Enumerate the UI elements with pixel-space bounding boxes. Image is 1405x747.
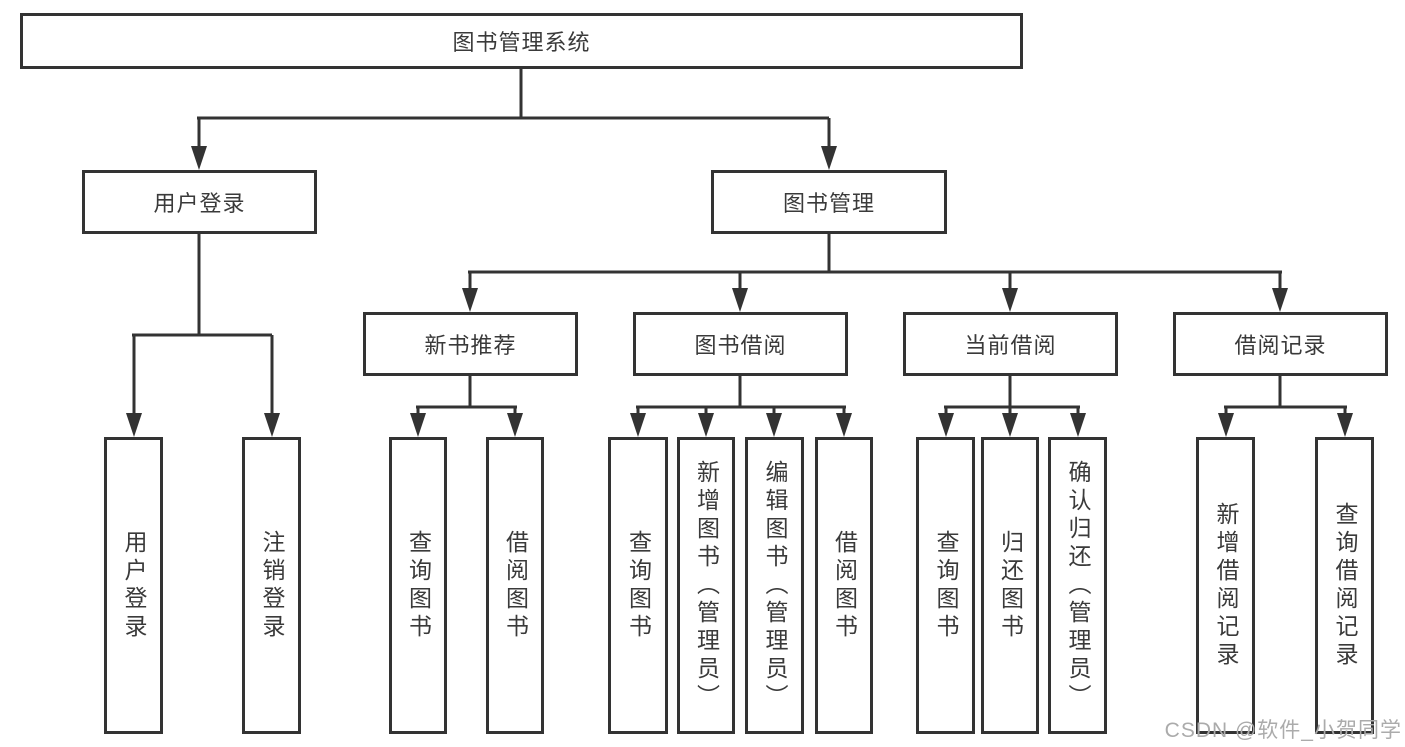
connector-root-to-level2 bbox=[191, 68, 837, 170]
node-label: 图书管理系统 bbox=[452, 30, 591, 55]
node-label: 查询借阅记录 bbox=[1332, 501, 1358, 670]
leaf-query-book-current: 查询图书 bbox=[916, 437, 975, 734]
leaf-query-book-newbook: 查询图书 bbox=[389, 437, 447, 734]
leaf-query-book-borrow: 查询图书 bbox=[608, 437, 668, 734]
connector-book-borrow-to-leaves bbox=[630, 376, 852, 437]
node-label: 当前借阅 bbox=[964, 333, 1057, 358]
node-new-book-recommend: 新书推荐 bbox=[363, 312, 578, 376]
connector-new-book-to-leaves bbox=[410, 376, 523, 437]
node-label: 图书管理 bbox=[782, 191, 875, 216]
node-label: 归还图书 bbox=[997, 529, 1024, 642]
node-current-borrow: 当前借阅 bbox=[903, 312, 1118, 376]
leaf-add-borrow-record: 新增借阅记录 bbox=[1196, 437, 1255, 734]
node-label: 确认归还（管理员） bbox=[1065, 459, 1091, 712]
connector-book-mgmt-to-level3 bbox=[462, 234, 1288, 312]
connector-current-borrow-to-leaves bbox=[938, 376, 1086, 437]
leaf-borrow-book: 借阅图书 bbox=[815, 437, 873, 734]
node-book-management: 图书管理 bbox=[711, 170, 947, 234]
connector-user-login-to-leaves bbox=[126, 234, 280, 437]
node-label: 借阅图书 bbox=[831, 529, 858, 642]
node-book-borrow: 图书借阅 bbox=[633, 312, 848, 376]
node-user-login: 用户登录 bbox=[82, 170, 317, 234]
node-label: 注销登录 bbox=[259, 529, 285, 642]
leaf-logout: 注销登录 bbox=[242, 437, 301, 734]
leaf-query-borrow-record: 查询借阅记录 bbox=[1315, 437, 1374, 734]
node-label: 查询图书 bbox=[625, 529, 652, 642]
node-label: 新增借阅记录 bbox=[1213, 501, 1239, 670]
leaf-user-login: 用户登录 bbox=[104, 437, 163, 734]
node-library-management-system: 图书管理系统 bbox=[20, 13, 1023, 69]
leaf-add-book-admin: 新增图书（管理员） bbox=[677, 437, 735, 734]
node-label: 新书推荐 bbox=[424, 333, 517, 358]
node-label: 借阅图书 bbox=[502, 529, 529, 642]
node-label: 用户登录 bbox=[121, 529, 147, 642]
node-label: 用户登录 bbox=[153, 191, 246, 216]
node-label: 图书借阅 bbox=[694, 333, 787, 358]
node-label: 查询图书 bbox=[405, 529, 432, 642]
csdn-watermark: CSDN @软件_小贺同学 bbox=[1164, 719, 1402, 742]
leaf-edit-book-admin: 编辑图书（管理员） bbox=[745, 437, 804, 734]
node-label: 借阅记录 bbox=[1234, 333, 1327, 358]
node-borrow-record: 借阅记录 bbox=[1173, 312, 1388, 376]
node-label: 查询图书 bbox=[933, 529, 959, 642]
node-label: 新增图书（管理员） bbox=[693, 459, 720, 712]
leaf-confirm-return-admin: 确认归还（管理员） bbox=[1048, 437, 1107, 734]
leaf-return-book: 归还图书 bbox=[981, 437, 1039, 734]
connector-borrow-record-to-leaves bbox=[1218, 376, 1353, 437]
node-label: 编辑图书（管理员） bbox=[762, 459, 788, 712]
leaf-borrow-book-newbook: 借阅图书 bbox=[486, 437, 544, 734]
